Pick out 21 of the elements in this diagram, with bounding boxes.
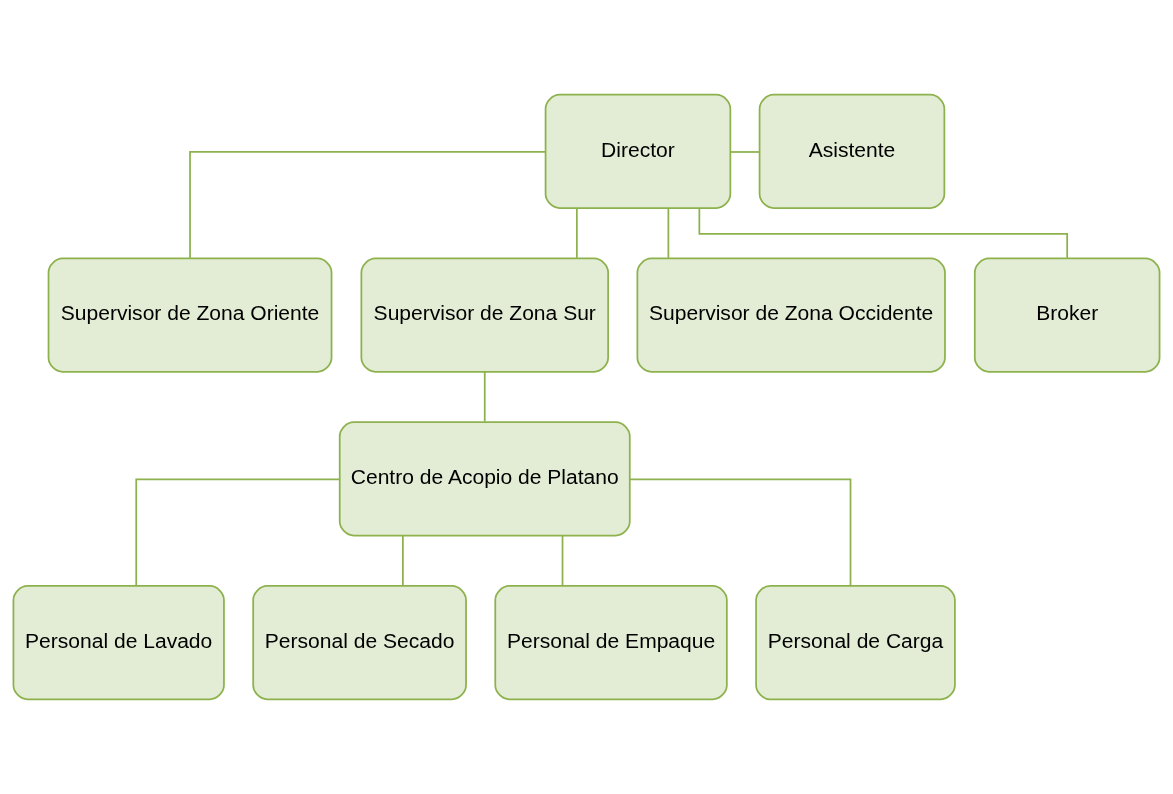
connector [189, 151, 547, 259]
node-box: Supervisor de Zona Oriente [47, 257, 333, 373]
connector [628, 478, 852, 587]
node-box: Director [544, 93, 732, 209]
node-box: Personal de Secado [252, 585, 467, 701]
node-box: Supervisor de Zona Sur [360, 257, 609, 373]
node-box: Supervisor de Zona Occidente [636, 257, 946, 373]
node-box: Personal de Empaque [494, 585, 728, 701]
connector [729, 151, 761, 153]
connector [483, 371, 486, 423]
node-box: Centro de Acopio de Platano [338, 421, 631, 537]
connector [561, 534, 564, 587]
connector [667, 207, 670, 259]
connector [135, 478, 341, 587]
node-box: Personal de Carga [755, 585, 956, 701]
node-box: Asistente [758, 93, 946, 209]
node-box: Personal de Lavado [12, 585, 225, 701]
node-box: Broker [973, 257, 1161, 373]
connector [575, 207, 578, 259]
connector [698, 207, 1069, 260]
connector [402, 534, 404, 587]
